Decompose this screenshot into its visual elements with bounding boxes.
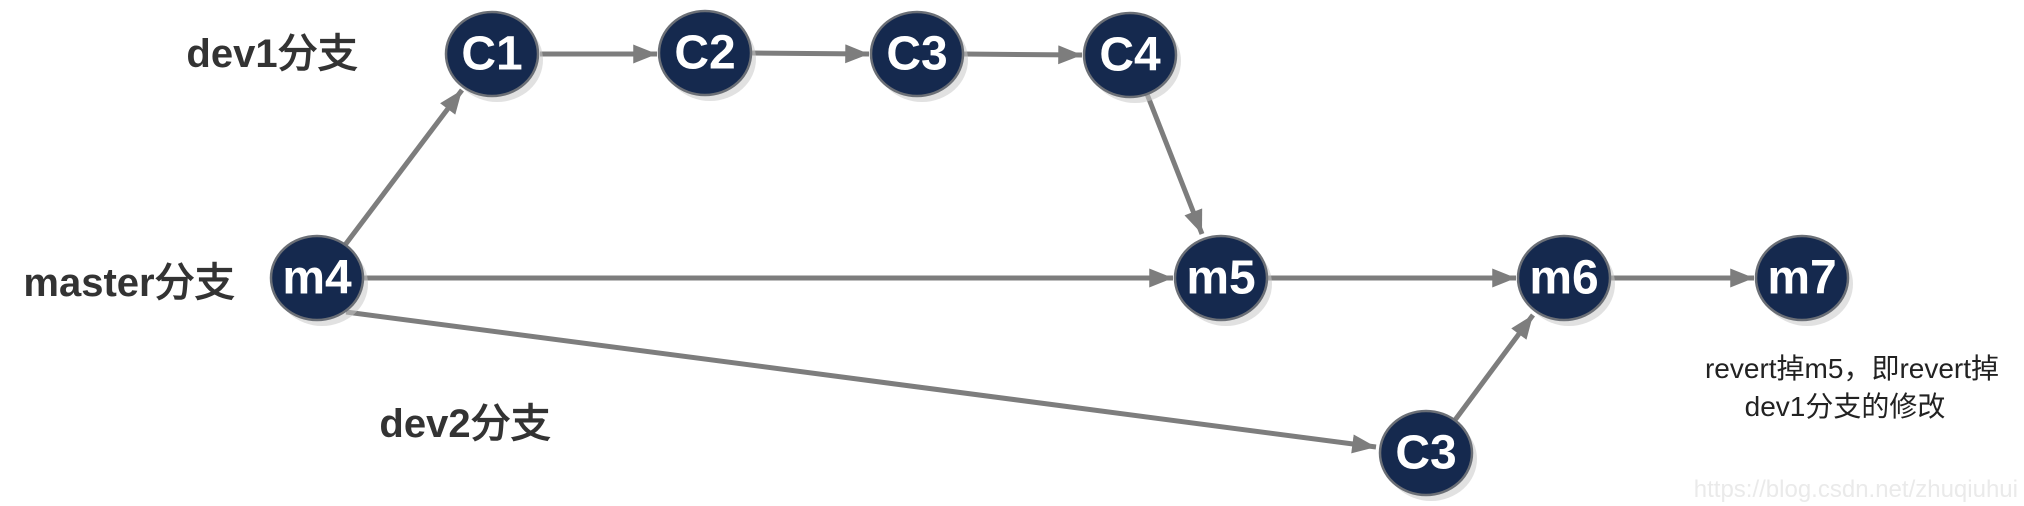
commit-node-c1: C1	[444, 10, 543, 102]
edge-c2-c3	[750, 44, 870, 64]
commit-node-c2: C2	[657, 9, 756, 101]
node-label: C3	[886, 28, 947, 81]
branch-label-master: master分支	[23, 261, 234, 305]
watermark-text: https://blog.csdn.net/zhuqiuhui	[1694, 476, 2018, 503]
node-circle	[1516, 234, 1612, 322]
edge-m4-c1	[343, 88, 464, 247]
edges-layer	[343, 44, 1754, 454]
node-circle	[657, 9, 753, 97]
commit-node-m4: m4	[269, 234, 368, 326]
branch-labels-layer: dev1分支 master分支 dev2分支	[23, 32, 550, 446]
branch-label-dev2: dev2分支	[379, 402, 550, 446]
edge-c3-c4	[962, 45, 1083, 65]
commit-node-m5: m5	[1173, 234, 1272, 326]
commit-node-m7: m7	[1754, 234, 1853, 326]
annotation-line-1: revert掉m5，即revert掉	[1705, 353, 1999, 384]
commit-node-m6: m6	[1516, 234, 1615, 326]
commit-node-c4: C4	[1082, 11, 1181, 103]
edge-c4-m5	[1144, 93, 1205, 235]
node-label: C2	[674, 27, 735, 80]
branch-label-dev1: dev1分支	[186, 32, 357, 76]
node-circle	[869, 10, 965, 98]
annotation: revert掉m5，即revert掉 dev1分支的修改	[1705, 353, 1999, 422]
edge-c3dev2-m6	[1452, 313, 1536, 422]
node-circle	[1082, 11, 1178, 99]
nodes-layer: C1 C2 C3 C4 m4	[269, 9, 1853, 501]
annotation-line-2: dev1分支的修改	[1745, 391, 1946, 422]
commit-node-c3-dev2: C3	[1378, 409, 1477, 501]
node-label: m4	[282, 252, 352, 305]
node-circle	[444, 10, 540, 98]
node-label: C4	[1099, 29, 1161, 82]
edge-m4-c3dev2	[345, 309, 1377, 454]
node-circle	[1173, 234, 1269, 322]
commit-node-c3: C3	[869, 10, 968, 102]
node-label: C3	[1395, 427, 1456, 480]
node-circle	[1378, 409, 1474, 497]
node-label: m5	[1186, 252, 1255, 305]
node-label: m7	[1767, 252, 1836, 305]
node-circle	[1754, 234, 1850, 322]
node-circle	[269, 234, 365, 322]
node-label: m6	[1529, 252, 1598, 305]
node-label: C1	[461, 28, 522, 81]
